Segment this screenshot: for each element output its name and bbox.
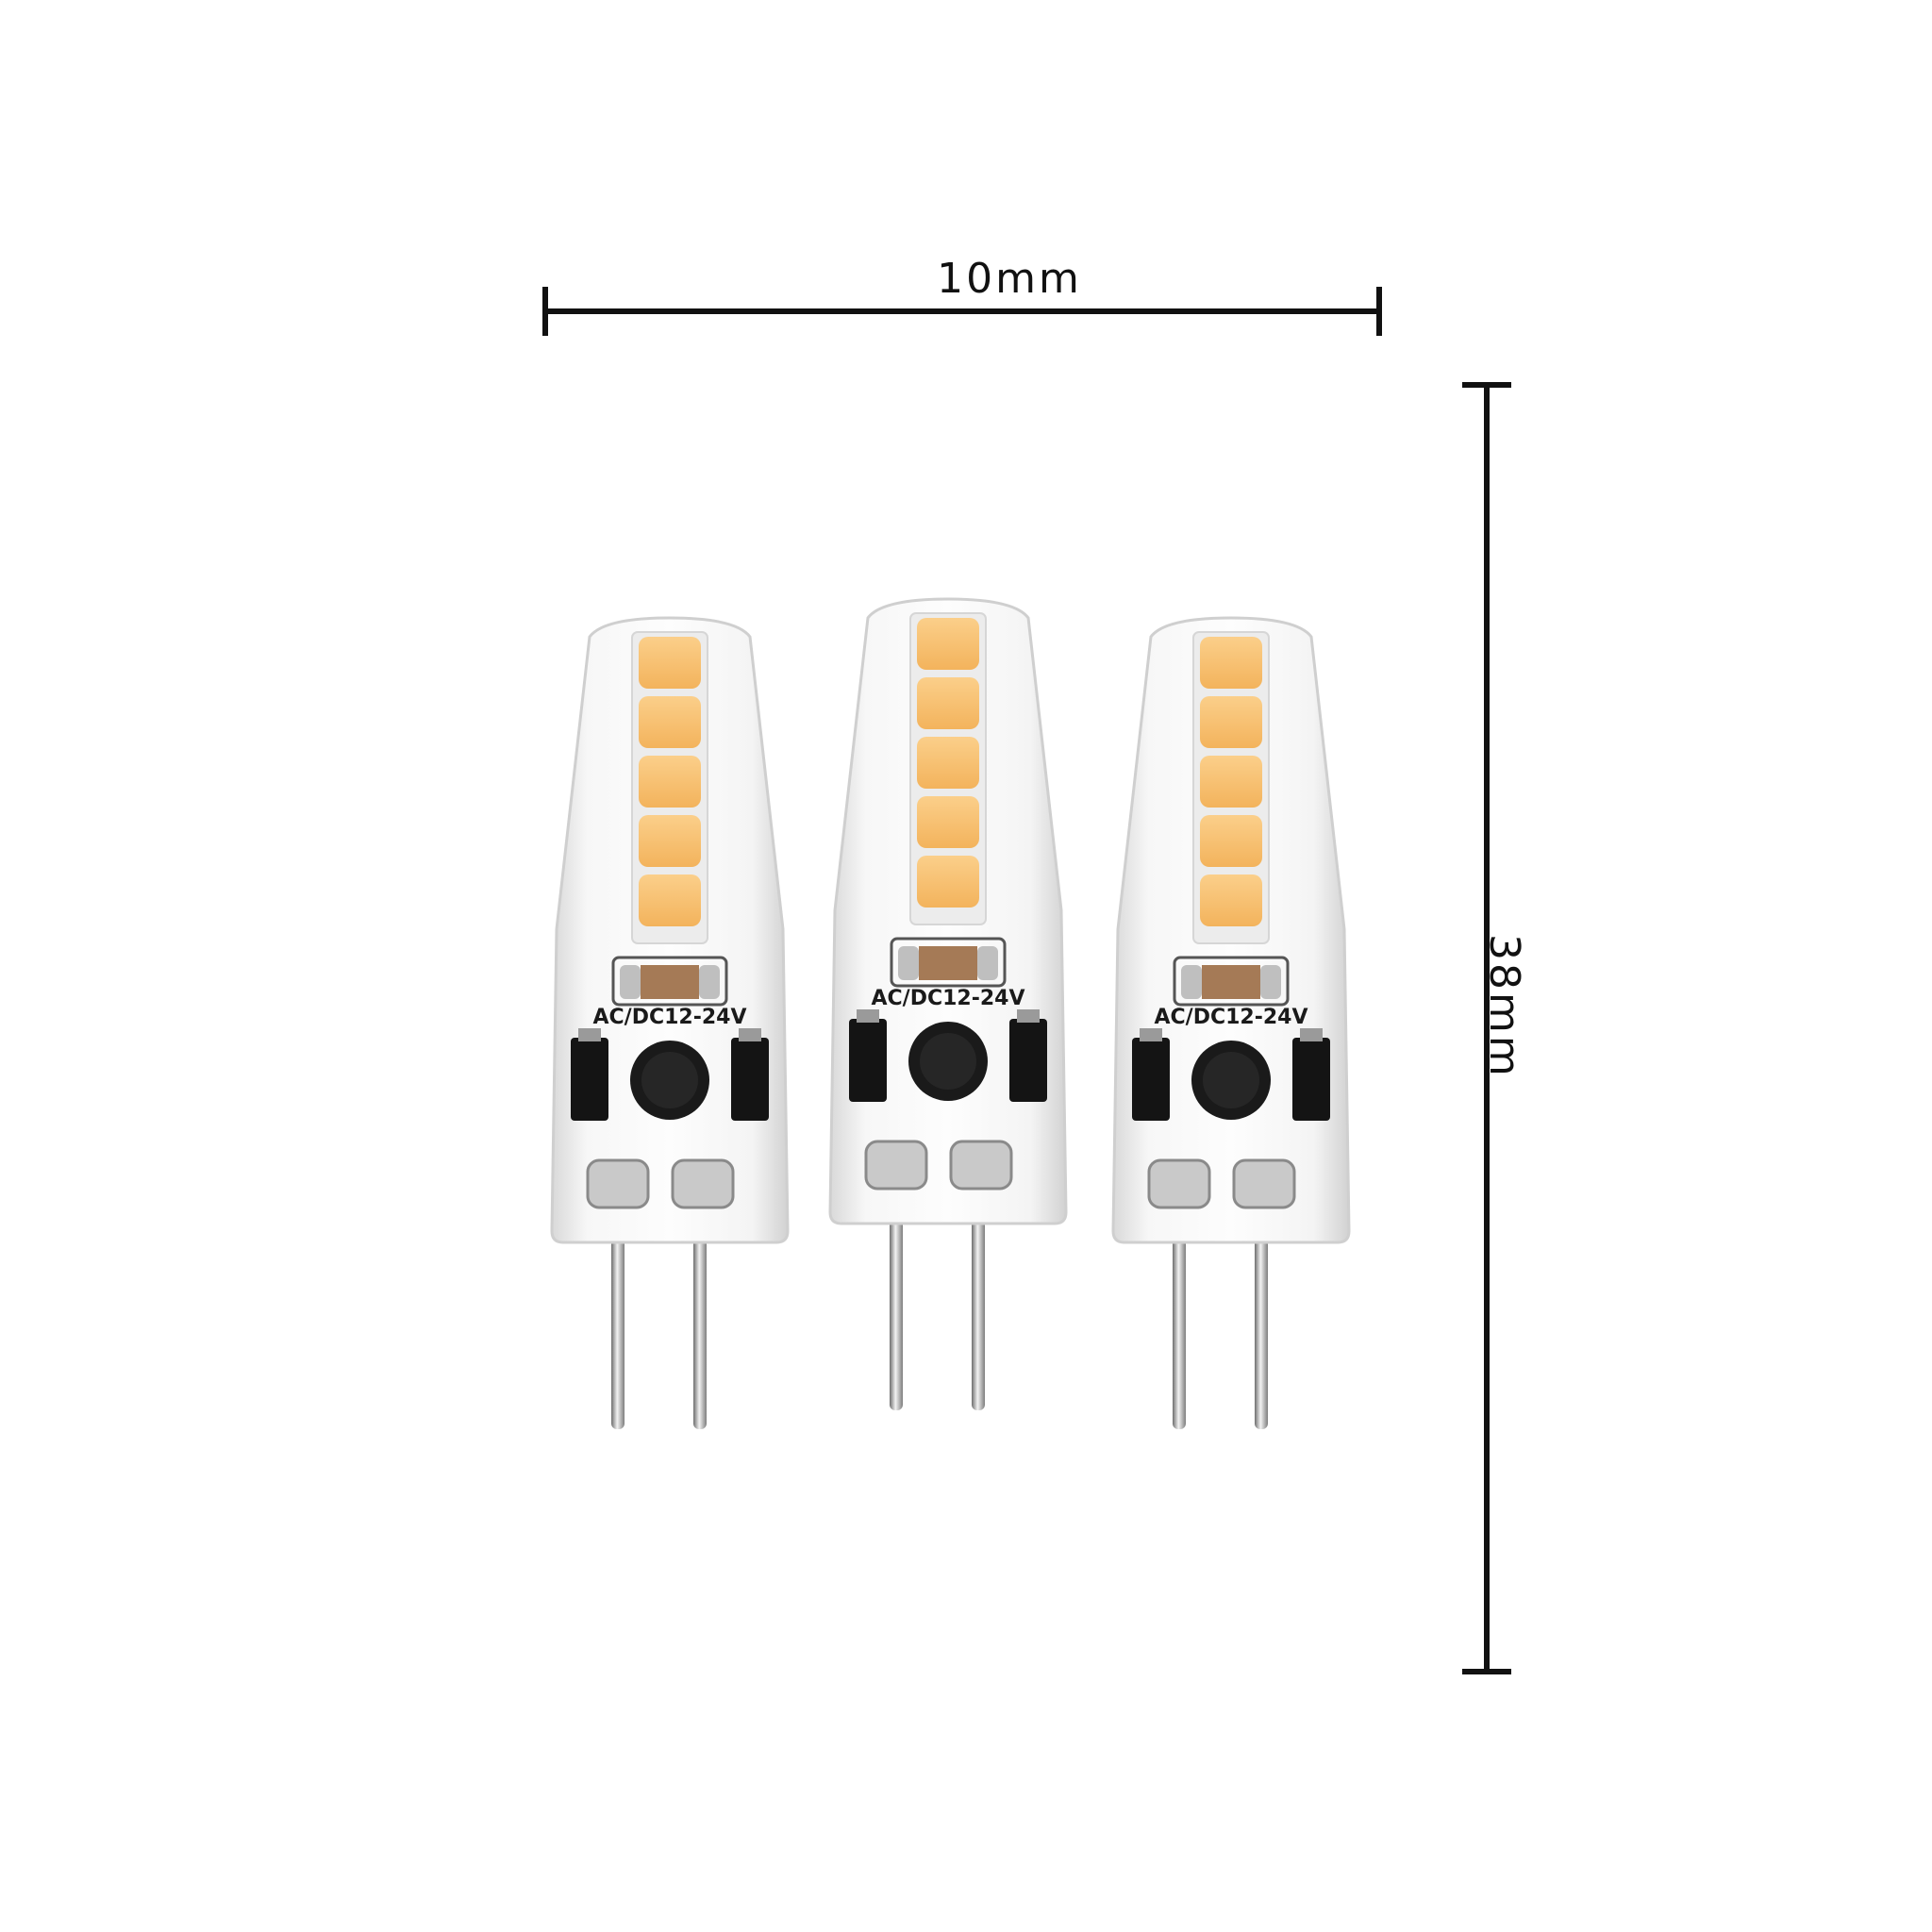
bulb-middle: AC/DC12-24V	[828, 597, 1068, 1412]
bulb-left: AC/DC12-24V	[550, 616, 790, 1431]
width-dimension-line	[542, 287, 1382, 336]
height-dimension-line	[1462, 382, 1511, 1674]
width-dimension-label: 10mm	[937, 255, 1082, 303]
bulb-right: AC/DC12-24V	[1111, 616, 1351, 1431]
height-dimension-label: 38mm	[1480, 934, 1528, 1079]
voltage-label-middle: AC/DC12-24V	[871, 987, 1024, 1010]
voltage-label-right: AC/DC12-24V	[1154, 1006, 1307, 1029]
voltage-label-left: AC/DC12-24V	[592, 1006, 746, 1029]
